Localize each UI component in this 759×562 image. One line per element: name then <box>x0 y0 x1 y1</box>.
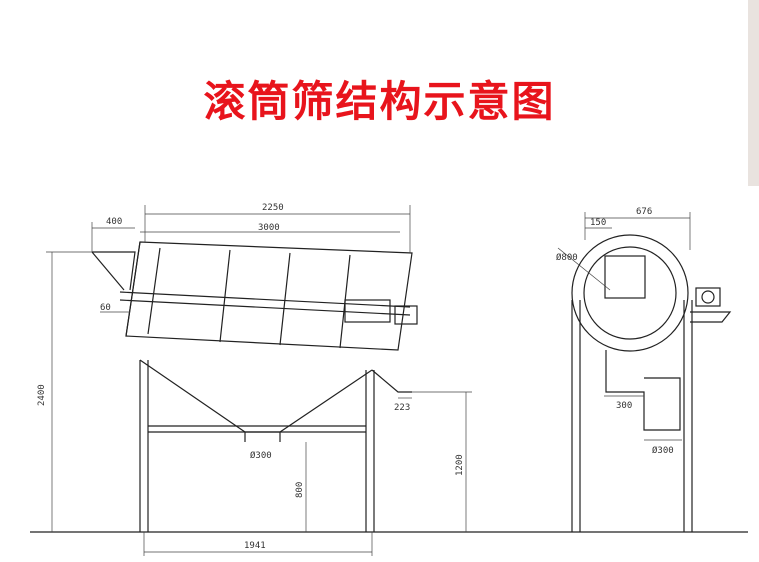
inlet-box <box>604 255 646 299</box>
inlet-hopper <box>92 251 136 291</box>
dim-height-total: 2400 <box>37 384 47 406</box>
drum-circle-outer <box>571 234 689 352</box>
dim-base-width: 1941 <box>244 541 266 551</box>
page-title: 滚筒筛结构示意图 <box>203 77 556 126</box>
dim-drum-dia: Ø800 <box>556 252 578 263</box>
dim-inlet: 400 <box>106 217 122 227</box>
dim-top-overall: 2250 <box>262 203 284 213</box>
dim-top-width: 676 <box>636 207 652 217</box>
motor-box <box>344 299 391 323</box>
dim-outlet-side: 223 <box>394 403 410 413</box>
side-motor <box>695 287 721 307</box>
dim-angle: 60 <box>100 303 111 313</box>
drum-shaft <box>119 291 411 308</box>
side-chute <box>605 350 681 431</box>
drum-outline <box>125 241 413 351</box>
discharge-hopper <box>139 359 373 433</box>
dim-drum-length: 3000 <box>258 223 280 233</box>
dim-side-outlet: Ø300 <box>652 445 674 456</box>
side-outlet <box>371 369 412 393</box>
dim-offset: 150 <box>590 218 606 228</box>
drum-circle-inner <box>583 246 677 340</box>
dim-chute-width: 300 <box>616 401 632 411</box>
dim-hopper-height: 800 <box>295 482 305 498</box>
side-strip <box>748 0 759 186</box>
dim-outlet-bottom: Ø300 <box>250 450 272 461</box>
dim-discharge-height: 1200 <box>455 454 465 476</box>
